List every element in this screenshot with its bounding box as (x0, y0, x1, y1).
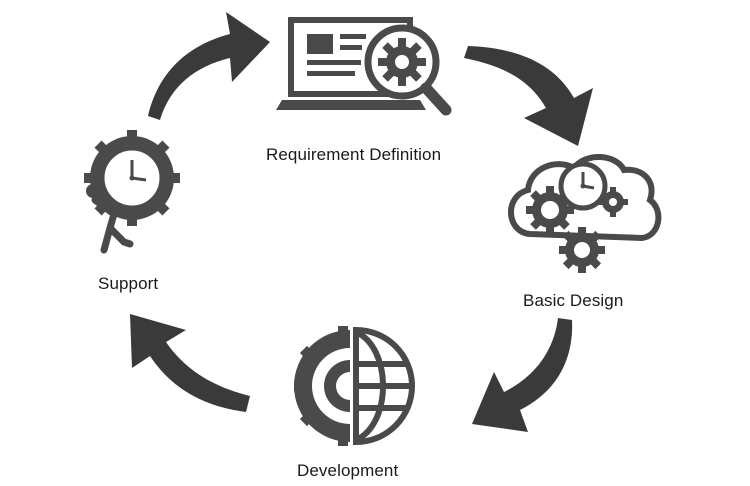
cycle-arrow-requirement-to-basic-design (464, 46, 593, 146)
cycle-arrow-support-to-requirement (148, 12, 270, 120)
magnifier-gear-icon (378, 38, 426, 86)
stage-label-support: Support (98, 274, 159, 293)
stage-label-basic-design: Basic Design (523, 291, 624, 310)
cycle-arrow-development-to-support (130, 314, 250, 412)
gear-globe-icon (294, 326, 415, 446)
laptop-magnifier-gear-icon (276, 17, 452, 116)
cycle-arrow-basic-design-to-development (472, 318, 573, 432)
cloud-gears-clock-icon (508, 153, 662, 273)
person-carrying-gear-clock-icon (84, 130, 180, 254)
stage-label-requirement-definition: Requirement Definition (266, 145, 442, 164)
stage-label-development: Development (297, 461, 399, 480)
